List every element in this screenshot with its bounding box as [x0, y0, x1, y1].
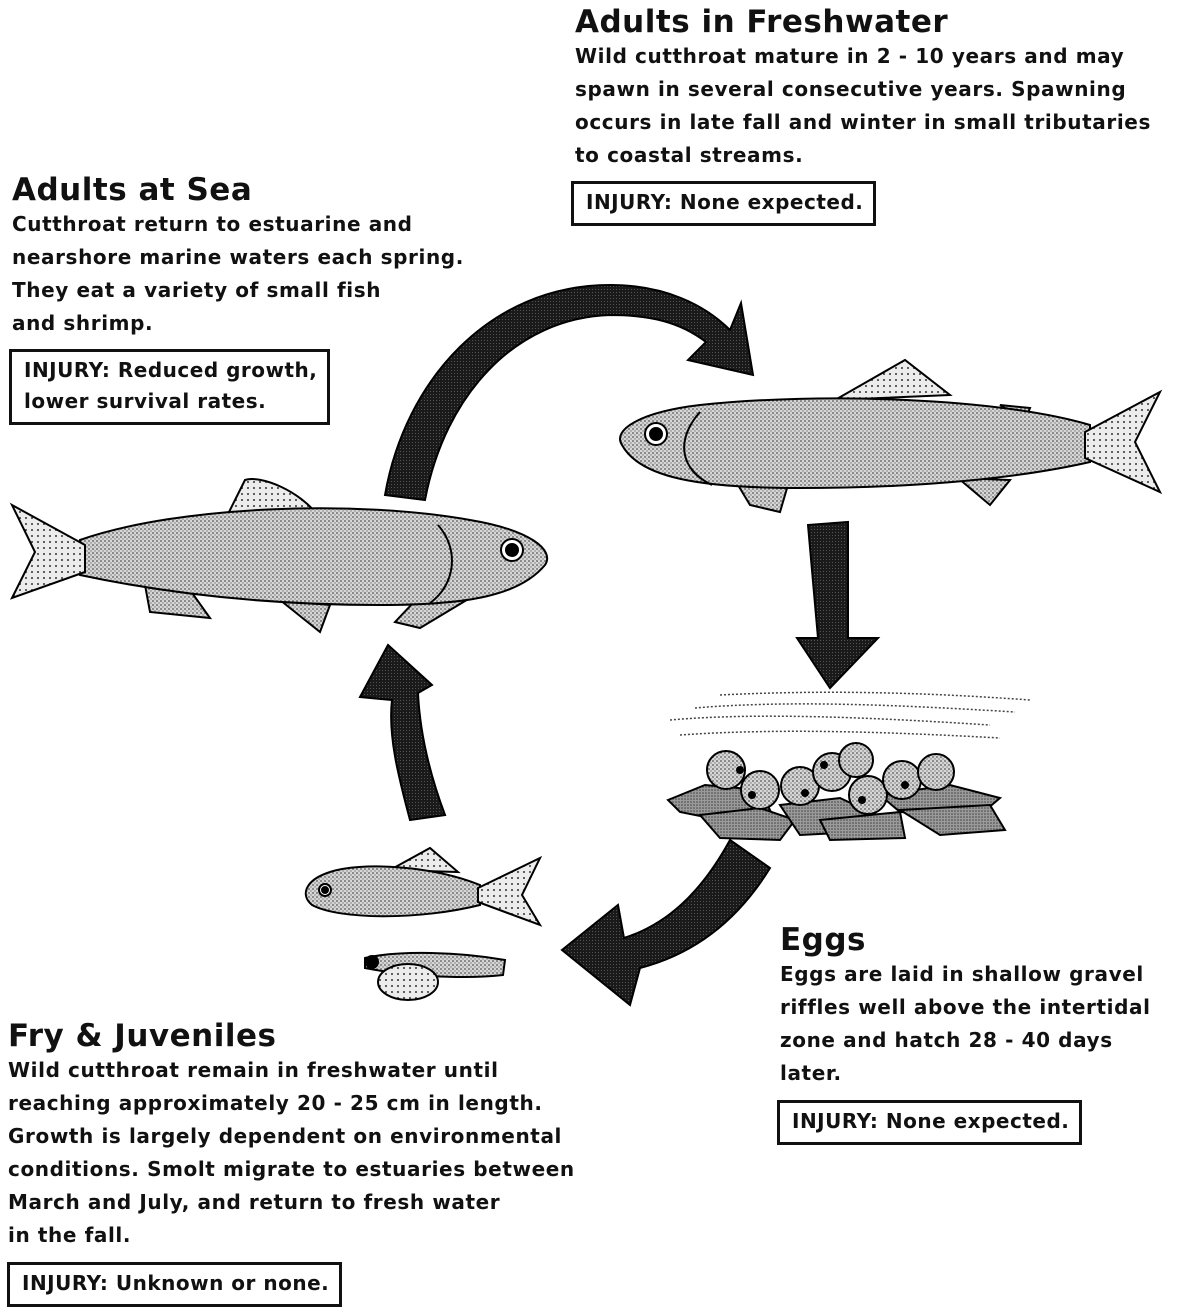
adults-sea-desc: Cutthroat return to estuarine and nearsh…	[12, 208, 532, 340]
desc-line: March and July, and return to fresh wate…	[8, 1190, 500, 1214]
juvenile-fish	[306, 848, 540, 925]
injury-box-sea: INJURY: Reduced growth, lower survival r…	[9, 349, 330, 425]
adults-freshwater-section: Adults in Freshwater Wild cutthroat matu…	[575, 4, 1185, 172]
fry-juveniles-section: Fry & Juveniles Wild cutthroat remain in…	[8, 1018, 648, 1252]
eggs-section: Eggs Eggs are laid in shallow gravel rif…	[780, 922, 1180, 1090]
injury-box-freshwater: INJURY: None expected.	[571, 181, 876, 226]
fry-juveniles-title: Fry & Juveniles	[8, 1018, 648, 1054]
adults-sea-title: Adults at Sea	[12, 172, 532, 208]
desc-line: Cutthroat return to estuarine and	[12, 212, 413, 236]
injury-text: INJURY: Unknown or none.	[22, 1271, 329, 1295]
desc-line: in the fall.	[8, 1223, 131, 1247]
desc-line: They eat a variety of small fish	[12, 278, 381, 302]
desc-line: occurs in late fall and winter in small …	[575, 110, 1151, 134]
adult-freshwater-fish	[620, 360, 1160, 512]
desc-line: riffles well above the intertidal	[780, 995, 1151, 1019]
desc-line: conditions. Smolt migrate to estuaries b…	[8, 1157, 575, 1181]
injury-box-fry: INJURY: Unknown or none.	[7, 1262, 342, 1307]
desc-line: and shrimp.	[12, 311, 153, 335]
adults-sea-section: Adults at Sea Cutthroat return to estuar…	[12, 172, 532, 340]
eggs-title: Eggs	[780, 922, 1180, 958]
arrow-freshwater-to-eggs	[797, 522, 878, 688]
injury-text: lower survival rates.	[24, 389, 266, 413]
alevin-fry	[365, 953, 505, 1000]
adults-freshwater-desc: Wild cutthroat mature in 2 - 10 years an…	[575, 40, 1185, 172]
adult-sea-fish	[12, 479, 547, 632]
desc-line: to coastal streams.	[575, 143, 803, 167]
desc-line: nearshore marine waters each spring.	[12, 245, 464, 269]
desc-line: zone and hatch 28 - 40 days	[780, 1028, 1113, 1052]
injury-text: INJURY: None expected.	[792, 1109, 1069, 1133]
desc-line: Growth is largely dependent on environme…	[8, 1124, 562, 1148]
eggs-desc: Eggs are laid in shallow gravel riffles …	[780, 958, 1180, 1090]
injury-box-eggs: INJURY: None expected.	[777, 1100, 1082, 1145]
desc-line: Wild cutthroat remain in freshwater unti…	[8, 1058, 499, 1082]
fry-juveniles-desc: Wild cutthroat remain in freshwater unti…	[8, 1054, 648, 1252]
desc-line: spawn in several consecutive years. Spaw…	[575, 77, 1126, 101]
arrow-eggs-to-fry	[562, 840, 770, 1005]
adults-freshwater-title: Adults in Freshwater	[575, 4, 1185, 40]
desc-line: later.	[780, 1061, 842, 1085]
desc-line: Wild cutthroat mature in 2 - 10 years an…	[575, 44, 1124, 68]
desc-line: reaching approximately 20 - 25 cm in len…	[8, 1091, 543, 1115]
eggs-in-gravel	[668, 692, 1030, 840]
injury-text: INJURY: Reduced growth,	[24, 358, 317, 382]
arrow-fry-to-sea	[360, 645, 445, 820]
injury-text: INJURY: None expected.	[586, 190, 863, 214]
desc-line: Eggs are laid in shallow gravel	[780, 962, 1144, 986]
